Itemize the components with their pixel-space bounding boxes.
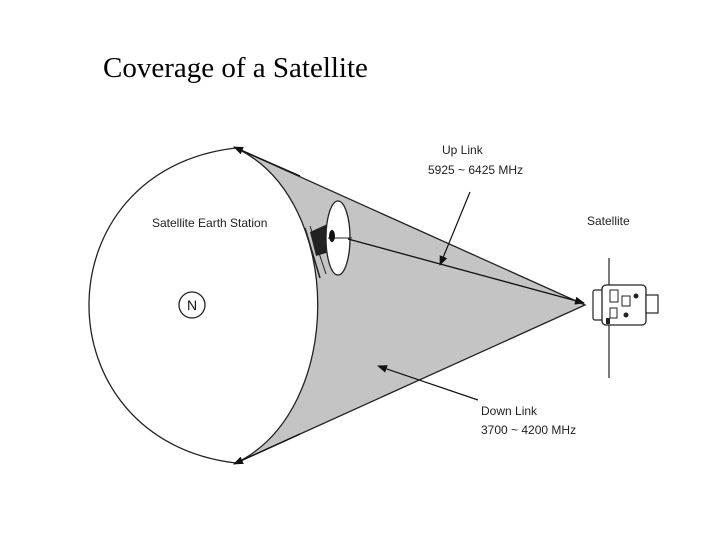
uplink-title: Up Link [442, 143, 484, 157]
earth-station-label: Satellite Earth Station [152, 216, 267, 230]
uplink-signal-line [347, 238, 585, 305]
north-label: N [187, 297, 197, 313]
uplink-frequency: 5925 ~ 6425 MHz [428, 163, 523, 177]
north-pole-marker: N [178, 291, 206, 319]
downlink-title: Down Link [481, 404, 538, 418]
downlink-pointer-arrow [377, 365, 479, 401]
beam-edge-arrow-bottom [233, 433, 301, 465]
downlink-frequency: 3700 ~ 4200 MHz [481, 423, 576, 437]
earth-outline [88, 147, 237, 464]
slide-title: Coverage of a Satellite [103, 52, 368, 84]
satellite-label: Satellite [587, 214, 630, 228]
beam-edge-arrow-top [233, 146, 301, 177]
satellite-icon [592, 258, 659, 378]
uplink-pointer-arrow [439, 191, 471, 266]
earth-station-dish-icon [304, 200, 352, 279]
